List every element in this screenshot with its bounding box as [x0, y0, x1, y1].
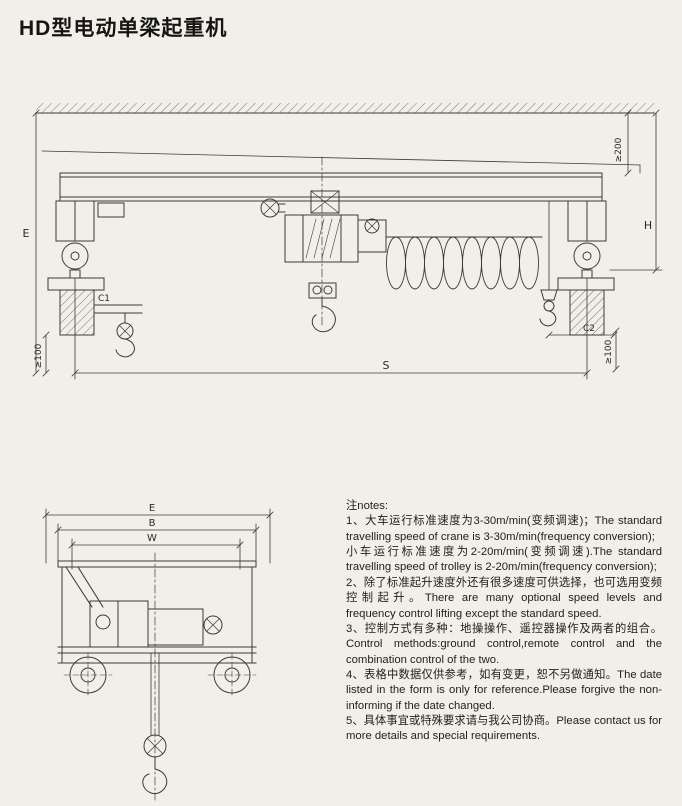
note-item-2: 2、除了标准起升速度外还有很多速度可供选择，也可选用变频控制起升。There a…: [346, 576, 662, 620]
dim-label-span-s: S: [383, 359, 390, 372]
dim-label-e: E: [149, 503, 155, 514]
electric-panel-box: [97, 202, 125, 218]
dimension-ticks: [42, 511, 274, 549]
dim-label-e: E: [23, 227, 30, 240]
bridge-girder: [59, 172, 603, 218]
main-hook: [308, 282, 337, 333]
page-title: HD型电动单梁起重机: [19, 17, 228, 40]
side-elevation-drawing: E B W: [42, 503, 274, 801]
dim-label-c1: C1: [98, 294, 110, 304]
dim-label-b: B: [149, 518, 156, 529]
notes-block: 注notes: 1、大车运行标准速度为3-30m/min(变频调速)；The s…: [346, 499, 662, 745]
left-extreme-hook: [93, 304, 143, 358]
note-item-1: 1、大车运行标准速度为3-30m/min(变频调速)；The standard …: [346, 515, 662, 543]
trolley-frame: [57, 560, 257, 664]
ceiling-hatch: [35, 103, 655, 174]
left-end-truck: [47, 200, 105, 336]
front-elevation-drawing: E ≥200 H C1 C2 ≥100 ≥100 S: [23, 103, 663, 380]
front-dimension-lines: [32, 109, 663, 380]
right-wheel: [573, 242, 601, 270]
notes-heading: 注notes:: [346, 500, 389, 512]
note-item-4: 4、表格中数据仅供参考，如有变更，恕不另做通知。The date listed …: [346, 668, 662, 712]
note-item-5: 5、具体事宜或特殊要求请与我公司协商。Please contact us for…: [346, 715, 662, 743]
end-carriage-wheels: [63, 652, 257, 698]
dim-label-clearance-top: ≥200: [614, 137, 624, 162]
note-item-1b: 小车运行标准速度为2-20m/min(变频调速).The standard tr…: [346, 546, 662, 574]
electric-hoist-trolley: [260, 156, 387, 328]
dim-label-c2: C2: [583, 324, 595, 334]
note-item-3: 3、控制方式有多种：地操操作、遥控器操作及两者的组合。Control metho…: [346, 622, 662, 666]
dim-label-h: H: [644, 219, 652, 232]
side-dimension-lines: [42, 508, 274, 570]
right-end-truck: [557, 200, 615, 336]
travel-motor-icon: [260, 198, 280, 218]
dim-label-clearance-right: ≥100: [604, 339, 614, 364]
cable-festoon: [385, 236, 543, 290]
motor-icon: [203, 615, 223, 635]
dim-label-w: W: [147, 533, 157, 544]
side-view-hook: [142, 552, 168, 801]
right-extreme-hook: [539, 200, 558, 327]
dimension-ticks: [32, 109, 660, 377]
left-wheel: [61, 242, 89, 270]
hoist-motor-icon: [364, 218, 380, 234]
dim-label-clearance-left: ≥100: [34, 343, 44, 368]
hoist-machinery: [89, 600, 223, 648]
